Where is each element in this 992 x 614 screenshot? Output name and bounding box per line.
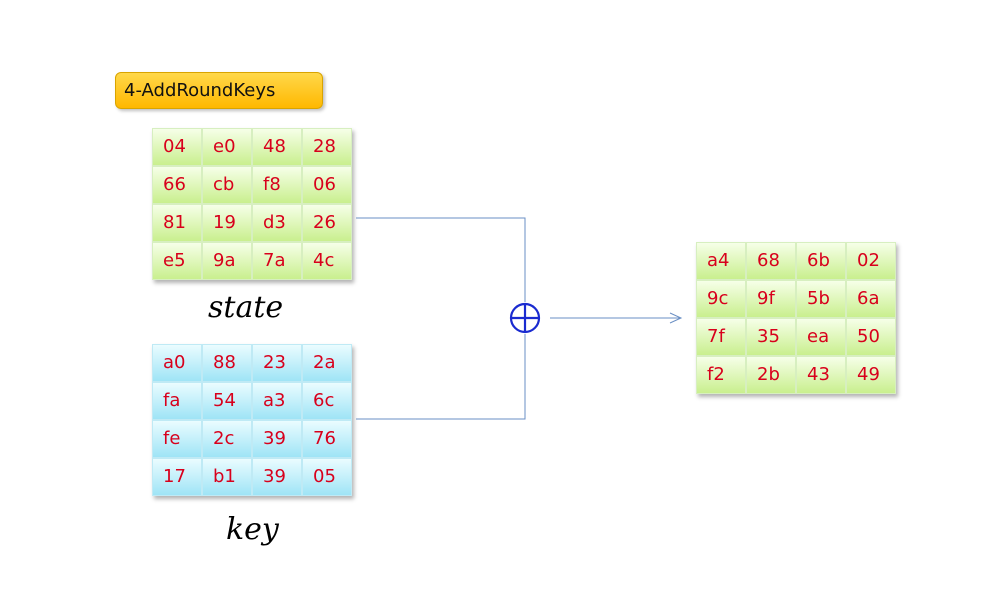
- key-cell: 17: [152, 458, 202, 496]
- state-cell: 7a: [252, 242, 302, 280]
- result-cell: a4: [696, 242, 746, 280]
- result-cell: 35: [746, 318, 796, 356]
- key-cell: 39: [252, 420, 302, 458]
- state-cell: 4c: [302, 242, 352, 280]
- key-cell: 2c: [202, 420, 252, 458]
- step-label: 4-AddRoundKeys: [115, 72, 323, 109]
- result-cell: 6a: [846, 280, 896, 318]
- key-cell: 76: [302, 420, 352, 458]
- state-cell: 26: [302, 204, 352, 242]
- state-cell: d3: [252, 204, 302, 242]
- key-cell: 2a: [302, 344, 352, 382]
- result-cell: 7f: [696, 318, 746, 356]
- key-cell: fe: [152, 420, 202, 458]
- key-wire: [356, 334, 526, 420]
- state-cell: 19: [202, 204, 252, 242]
- result-cell: 49: [846, 356, 896, 394]
- result-cell: 9c: [696, 280, 746, 318]
- key-caption: key: [226, 512, 279, 547]
- result-cell: 43: [796, 356, 846, 394]
- state-cell: 81: [152, 204, 202, 242]
- xor-icon: [509, 302, 541, 334]
- state-cell: f8: [252, 166, 302, 204]
- result-cell: 6b: [796, 242, 846, 280]
- result-cell: 5b: [796, 280, 846, 318]
- state-cell: e5: [152, 242, 202, 280]
- state-cell: 9a: [202, 242, 252, 280]
- key-cell: 54: [202, 382, 252, 420]
- result-cell: 9f: [746, 280, 796, 318]
- result-cell: 68: [746, 242, 796, 280]
- key-cell: 05: [302, 458, 352, 496]
- state-cell: 04: [152, 128, 202, 166]
- state-cell: 06: [302, 166, 352, 204]
- result-cell: ea: [796, 318, 846, 356]
- state-cell: 48: [252, 128, 302, 166]
- result-cell: f2: [696, 356, 746, 394]
- state-caption: state: [208, 290, 284, 325]
- key-cell: 88: [202, 344, 252, 382]
- result-cell: 02: [846, 242, 896, 280]
- key-cell: fa: [152, 382, 202, 420]
- key-cell: a3: [252, 382, 302, 420]
- key-cell: b1: [202, 458, 252, 496]
- key-cell: a0: [152, 344, 202, 382]
- key-cell: 39: [252, 458, 302, 496]
- result-cell: 50: [846, 318, 896, 356]
- result-cell: 2b: [746, 356, 796, 394]
- state-cell: cb: [202, 166, 252, 204]
- state-cell: 28: [302, 128, 352, 166]
- arrow-right-icon: [550, 312, 683, 324]
- key-cell: 23: [252, 344, 302, 382]
- state-cell: 66: [152, 166, 202, 204]
- key-cell: 6c: [302, 382, 352, 420]
- state-wire: [356, 217, 526, 302]
- state-cell: e0: [202, 128, 252, 166]
